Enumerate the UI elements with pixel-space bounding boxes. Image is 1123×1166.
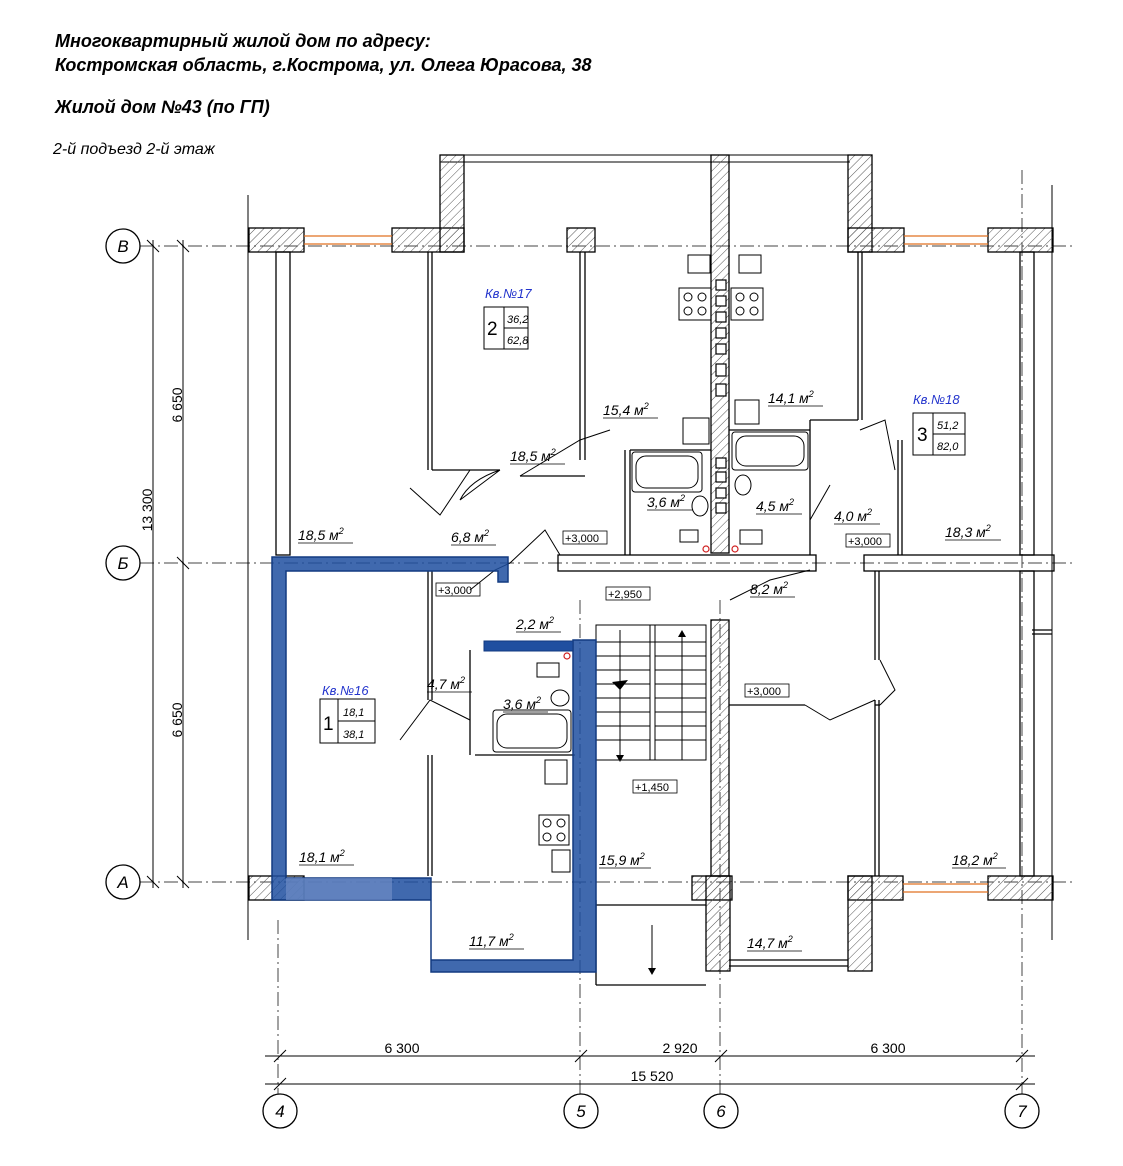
door-swings [399, 419, 896, 741]
area-underlines [298, 405, 1006, 952]
room-area: 4,5 м2 [756, 497, 794, 514]
elevation-mark: +3,000 [848, 536, 882, 548]
axis-bubble-a [105, 864, 141, 900]
dim-bottom-b: 2 920 [662, 1040, 697, 1056]
room-area: 18,3 м2 [945, 523, 991, 540]
apt-16-title: Кв.№16 [322, 683, 369, 698]
dim-left-total: 13 300 [139, 488, 155, 531]
windows [304, 235, 988, 893]
apt-18-total: 82,0 [937, 441, 959, 453]
axis-label-v: В [117, 237, 128, 256]
apt-18-title: Кв.№18 [913, 392, 960, 407]
left-dimension-lines [146, 239, 190, 889]
ventilation-shafts [715, 279, 727, 514]
room-area: 15,4 м2 [603, 401, 649, 418]
apt-17-living: 36,2 [507, 314, 528, 326]
elevation-mark: +2,950 [608, 589, 642, 601]
floor-subtitle: 2-й подъезд 2-й этаж [53, 141, 215, 158]
dim-left-upper: 6 650 [169, 387, 185, 422]
staircase [595, 624, 707, 970]
apt-18-living: 51,2 [937, 420, 958, 432]
axis-label-7: 7 [1017, 1102, 1027, 1121]
exterior-outline [247, 154, 1053, 940]
axis-bubble-7 [1004, 1093, 1040, 1129]
elevation-mark: +3,000 [438, 585, 472, 597]
dim-bottom-a: 6 300 [384, 1040, 419, 1056]
room-area: 6,8 м2 [451, 528, 489, 545]
room-area: 8,2 м2 [750, 580, 788, 597]
room-area: 18,2 м2 [952, 851, 998, 868]
axis-label-6: 6 [716, 1102, 726, 1121]
room-area: 4,7 м2 [427, 675, 465, 692]
sinks-and-toilets [536, 254, 763, 785]
room-area: 3,6 м2 [503, 695, 541, 712]
riser-markers [563, 545, 739, 660]
dim-bottom-c: 6 300 [870, 1040, 905, 1056]
room-area: 14,7 м2 [747, 934, 793, 951]
apt-16-total: 38,1 [343, 729, 364, 741]
axis-bubble-5 [563, 1093, 599, 1129]
dim-left-lower: 6 650 [169, 702, 185, 737]
axis-label-a: А [116, 873, 128, 892]
header-line-2: Костромская область, г.Кострома, ул. Оле… [55, 55, 592, 75]
apt-18-rooms: 3 [917, 425, 928, 446]
stoves [538, 287, 764, 873]
elevation-mark: +3,000 [565, 533, 599, 545]
apartment-16-highlight [271, 556, 597, 973]
room-area: 15,9 м2 [599, 851, 645, 868]
apt-17-title: Кв.№17 [485, 286, 532, 301]
elevation-mark: +1,450 [635, 782, 669, 794]
room-area: 18,1 м2 [299, 848, 345, 865]
elevation-mark: +3,000 [747, 686, 781, 698]
header-line-3: Жилой дом №43 (по ГП) [55, 97, 270, 117]
axis-bubble-b [105, 545, 141, 581]
elevation-boxes [435, 530, 891, 794]
room-area: 3,6 м2 [647, 493, 685, 510]
room-area: 11,7 м2 [469, 932, 514, 949]
room-area: 4,0 м2 [834, 507, 872, 524]
room-area: 14,1 м2 [768, 389, 814, 406]
apartment-boxes [319, 306, 966, 744]
dim-bottom-total: 15 520 [631, 1068, 674, 1084]
bottom-dimension-lines [265, 1049, 1035, 1091]
axis-label-4: 4 [275, 1102, 284, 1121]
stair-arrows [612, 630, 686, 975]
axis-label-5: 5 [576, 1102, 586, 1121]
axis-bubble-v [105, 228, 141, 264]
bathtubs [492, 431, 809, 753]
apt-16-living: 18,1 [343, 707, 364, 719]
header-line-1: Многоквартирный жилой дом по адресу: [55, 31, 431, 51]
axis-bubble-4 [262, 1093, 298, 1129]
apt-17-rooms: 2 [487, 319, 498, 340]
apt-17-total: 62,8 [507, 335, 529, 347]
room-area: 18,5 м2 [298, 526, 344, 543]
room-area: 18,5 м2 [510, 447, 556, 464]
interior-walls [275, 251, 1055, 986]
axis-bubble-6 [703, 1093, 739, 1129]
apt-16-rooms: 1 [323, 714, 334, 735]
axis-label-b: Б [117, 554, 128, 573]
room-area: 2,2 м2 [515, 615, 554, 632]
exterior-walls [248, 154, 1054, 972]
